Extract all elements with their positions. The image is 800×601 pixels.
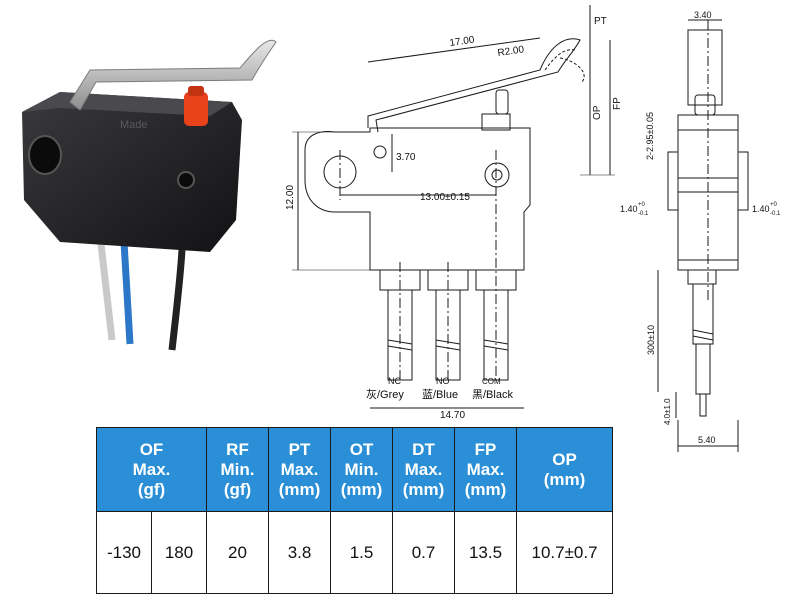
dim-radius: R2.00: [497, 44, 525, 59]
dim-strip-length: 4.0±1.0: [663, 398, 672, 425]
mounting-hole: [28, 135, 62, 175]
side-lever: [687, 29, 723, 106]
wire-com-color: 黑/Black: [472, 388, 513, 401]
value-dt: 0.7: [392, 511, 456, 594]
dim-side-hole: 2-2.95±0.05: [645, 112, 655, 160]
dim-side-top: 3.40: [694, 10, 712, 20]
value-op: 10.7±0.7: [516, 511, 614, 594]
wire-no-color: 蓝/Blue: [422, 388, 458, 401]
blue-wire: [120, 241, 134, 345]
value-ot: 1.5: [330, 511, 394, 594]
technical-drawing: 12.00 13.00±0.15 3.70 17.00 R2.00 PT OP …: [285, 5, 781, 425]
wire-nc-code: NC: [388, 376, 401, 386]
dim-side-right: 1.40: [752, 204, 770, 214]
grey-wire: [96, 234, 116, 341]
value-of-min: -130: [96, 511, 152, 594]
switch-body: [22, 92, 242, 252]
red-actuator: [184, 92, 208, 126]
black-wire: [168, 249, 186, 351]
dim-height: 12.00: [285, 185, 296, 210]
dim-side-left-tol-upper: +0: [638, 202, 646, 208]
side-hole: [177, 171, 195, 189]
wire-com-code: COM: [482, 377, 501, 386]
dim-fp: FP: [612, 97, 623, 110]
product-photo: Made: [22, 39, 277, 351]
dim-op: OP: [592, 105, 603, 120]
value-rf: 20: [206, 511, 270, 594]
dim-width: 14.70: [440, 410, 465, 421]
body-marking: Made: [120, 119, 148, 131]
front-lever: [367, 38, 581, 133]
header-op: OP(mm): [516, 427, 614, 512]
dim-length: 17.00: [449, 35, 476, 49]
dim-hole-pitch: 13.00±0.15: [420, 192, 470, 203]
dim-side-bottom: 5.40: [698, 435, 716, 445]
dim-wire-length: 300±10: [646, 325, 656, 355]
wire-no-code: NO: [436, 376, 450, 386]
dim-side-right-tol-lower: -0.1: [770, 211, 781, 217]
wire-nc-color: 灰/Grey: [366, 387, 404, 401]
value-fp: 13.5: [454, 511, 518, 594]
lever-arm: [69, 39, 277, 111]
dim-hole-offset: 3.70: [396, 152, 416, 163]
dim-side-left-tol-lower: -0.1: [638, 211, 649, 217]
dim-side-left: 1.40: [620, 204, 638, 214]
dim-pt: PT: [594, 16, 607, 27]
value-of-max: 180: [150, 511, 208, 594]
front-view-body: [304, 127, 531, 271]
dim-side-right-tol-upper: +0: [770, 202, 778, 208]
side-bottom-dim: 5.40: [677, 420, 739, 452]
value-pt: 3.8: [268, 511, 332, 594]
